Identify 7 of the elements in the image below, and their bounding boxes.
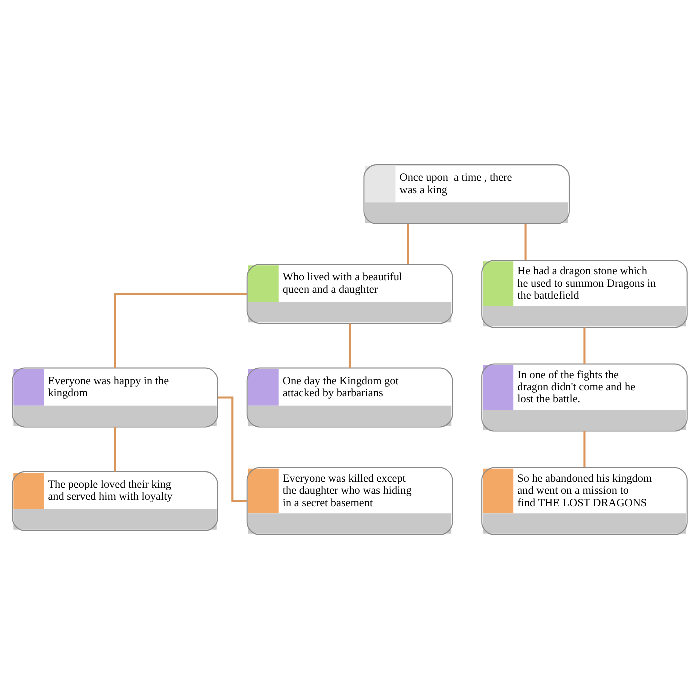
connector [114,427,116,472]
connector [114,293,248,368]
connector [348,324,352,368]
connector [407,224,410,264]
connector [524,224,527,260]
connector [584,431,586,468]
connector [584,328,586,364]
